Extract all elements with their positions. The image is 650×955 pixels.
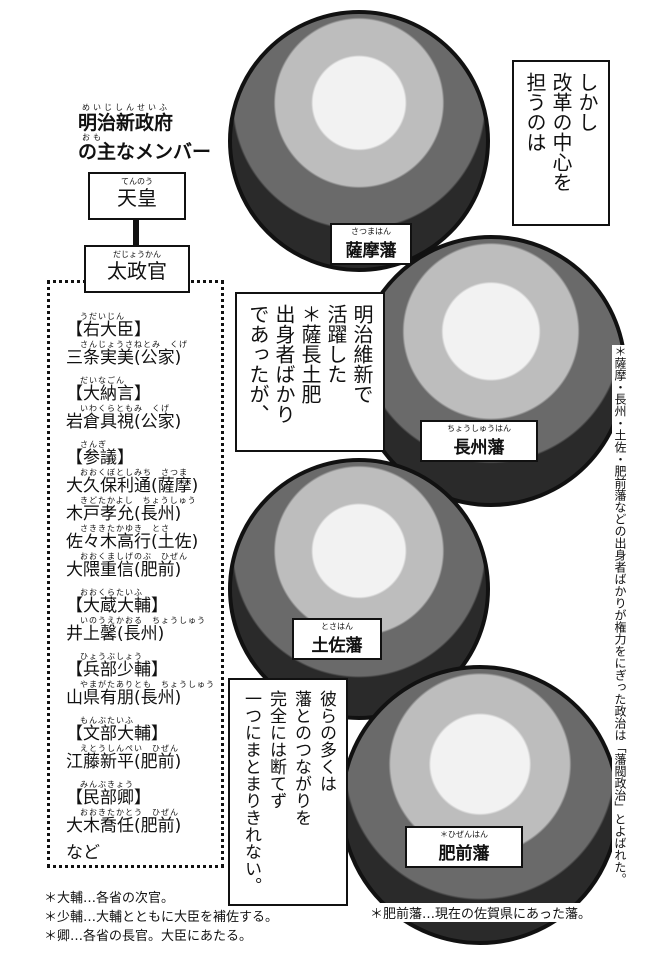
- post-title: 【兵部少輔】: [66, 660, 168, 680]
- caption-line: であったが、: [246, 304, 270, 424]
- caption-line: しかし: [575, 72, 599, 132]
- post-title: 【大納言】: [66, 384, 151, 404]
- choshu-label: ちょうしゅうはん長州藩: [420, 420, 538, 462]
- member-reading: きどたかよし ちょうしゅう: [80, 496, 197, 505]
- post-title: 【文部大輔】: [66, 724, 168, 744]
- member-name: 井上馨(長州): [66, 624, 165, 644]
- member-name: 江藤新平(肥前): [66, 752, 182, 772]
- caption-line: 彼らの多くは: [316, 690, 336, 792]
- post-reading: おおくらたいふ: [80, 588, 143, 597]
- member-reading: おおくましげのぶ ひぜん: [80, 552, 188, 561]
- caption-line: 完全には断てず: [266, 690, 286, 809]
- member-reading: さんじょうさねとみ くげ: [80, 340, 188, 349]
- caption-box-2: 明治維新で 活躍した ＊薩長土肥 出身者ばかり であったが、: [235, 292, 385, 452]
- post-title: 【参議】: [66, 448, 134, 468]
- member-name: 大木喬任(肥前): [66, 816, 182, 836]
- label-text: 肥前藩: [438, 844, 490, 864]
- emperor-box: てんのう 天皇: [88, 172, 186, 220]
- post-title: 【右大臣】: [66, 320, 151, 340]
- caption-line: 担うのは: [523, 72, 547, 152]
- etc-text: など: [66, 843, 100, 863]
- emperor-label: 天皇: [117, 186, 157, 210]
- member-name: 木戸孝允(長州): [66, 504, 182, 524]
- member-reading: さききたかゆき とさ: [80, 524, 170, 533]
- post-reading: もんぶたいふ: [80, 716, 134, 725]
- member-group: さんぎ【参議】おおくぼとしみち さつま大久保利通(薩摩)きどたかよし ちょうしゅ…: [66, 440, 226, 580]
- title-line-2: の主なメンバー: [78, 141, 212, 164]
- post-reading: だいなごん: [80, 376, 125, 385]
- label-text: 土佐藩: [311, 636, 363, 656]
- title-line-1: 明治新政府: [78, 111, 174, 134]
- page-title: めいじしんせいふ 明治新政府 おも の主なメンバー: [78, 103, 212, 164]
- caption-box-3: 彼らの多くは 藩とのつながりを 完全には断てず 一つにまとまりきれない。: [228, 678, 348, 906]
- member-name: 大久保利通(薩摩): [66, 476, 199, 496]
- label-text: 長州藩: [453, 438, 505, 458]
- label-reading: ちょうしゅうはん: [447, 424, 511, 433]
- post-title: 【民部卿】: [66, 788, 151, 808]
- post-reading: みんぶきょう: [80, 780, 134, 789]
- label-reading: さつまはん: [351, 227, 391, 236]
- member-reading: おおきたかとう ひぜん: [80, 808, 179, 817]
- connector-line: [133, 220, 139, 246]
- member-name: 山県有朋(長州): [66, 688, 182, 708]
- member-name: 大隈重信(肥前): [66, 560, 182, 580]
- hizen-label: ＊ひぜんはん肥前藩: [405, 826, 523, 868]
- dajokan-reading: だじょうかん: [113, 250, 161, 259]
- member-name: 佐々木高行(土佐): [66, 532, 199, 552]
- hanbatsu-side-note: ＊薩摩・長州・土佐・肥前藩などの出身者ばかりが権力をにぎった政治は「藩閥政治」と…: [612, 345, 628, 920]
- members-list: うだいじん【右大臣】さんじょうさねとみ くげ三条実美(公家) だいなごん【大納言】…: [66, 312, 226, 863]
- emperor-reading: てんのう: [121, 177, 153, 186]
- member-name: 岩倉具視(公家): [66, 412, 182, 432]
- satsuma-label: さつまはん薩摩藩: [330, 223, 412, 265]
- caption-box-1: しかし 改革の中心を 担うのは: [512, 60, 610, 226]
- tosa-label: とさはん土佐藩: [292, 618, 382, 660]
- title-reading: おも: [82, 132, 104, 142]
- title-reading: めいじしんせいふ: [82, 103, 170, 112]
- member-name: 三条実美(公家): [66, 348, 182, 368]
- member-group: うだいじん【右大臣】さんじょうさねとみ くげ三条実美(公家): [66, 312, 226, 368]
- member-reading: いのうえかおる ちょうしゅう: [80, 616, 206, 625]
- member-reading: えとうしんぺい ひぜん: [80, 744, 179, 753]
- caption-line: 一つにまとまりきれない。: [241, 690, 261, 894]
- post-title: 【大蔵大輔】: [66, 596, 168, 616]
- caption-line: ＊薩長土肥: [298, 304, 322, 404]
- dajokan-box: だじょうかん 太政官: [84, 245, 190, 293]
- caption-line: 藩とのつながりを: [291, 690, 311, 826]
- member-reading: やまがたありとも ちょうしゅう: [80, 680, 215, 689]
- footnotes: ＊大輔…各省の次官。 ＊少輔…大輔とともに大臣を補佐する。 ＊卿…各省の長官。大…: [44, 889, 278, 946]
- caption-line: 明治維新で: [350, 304, 374, 404]
- member-group: ひょうぶしょう【兵部少輔】やまがたありとも ちょうしゅう山県有朋(長州): [66, 652, 226, 708]
- member-group: みんぶきょう【民部卿】おおきたかとう ひぜん大木喬任(肥前): [66, 780, 226, 836]
- footnote: ＊大輔…各省の次官。: [44, 891, 175, 906]
- member-group: だいなごん【大納言】いわくらともみ くげ岩倉具視(公家): [66, 376, 226, 432]
- caption-line: 出身者ばかり: [272, 304, 296, 424]
- footnote: ＊卿…各省の長官。大臣にあたる。: [44, 929, 253, 944]
- caption-line: 活躍した: [324, 304, 348, 384]
- member-reading: おおくぼとしみち さつま: [80, 468, 188, 477]
- label-reading: とさはん: [321, 622, 353, 631]
- label-reading: ＊ひぜんはん: [440, 830, 488, 839]
- post-reading: さんぎ: [80, 440, 107, 449]
- dajokan-label: 太政官: [107, 259, 167, 283]
- member-group: おおくらたいふ【大蔵大輔】いのうえかおる ちょうしゅう井上馨(長州): [66, 588, 226, 644]
- label-text: 薩摩藩: [345, 241, 397, 261]
- hizen-footnote: ＊肥前藩…現在の佐賀県にあった藩。: [370, 903, 592, 922]
- footnote: ＊少輔…大輔とともに大臣を補佐する。: [44, 910, 279, 925]
- post-reading: ひょうぶしょう: [80, 652, 143, 661]
- member-group: もんぶたいふ【文部大輔】えとうしんぺい ひぜん江藤新平(肥前): [66, 716, 226, 772]
- caption-line: 改革の中心を: [549, 72, 573, 192]
- member-reading: いわくらともみ くげ: [80, 404, 170, 413]
- post-reading: うだいじん: [80, 312, 125, 321]
- hizen-portrait-panel: [340, 665, 620, 945]
